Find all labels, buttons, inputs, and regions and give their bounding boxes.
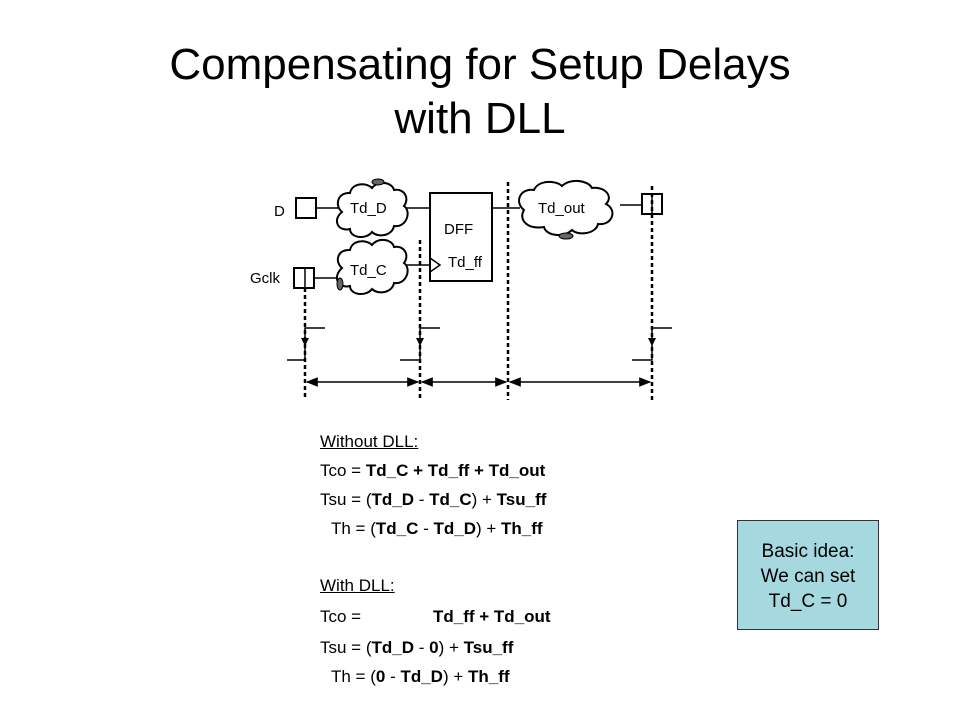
with-dll-tsu: Tsu = (Td_D - 0) + Tsu_ff [320,638,514,657]
td-out-label: Td_out [538,200,586,217]
without-dll-th: Th = (Td_C - Td_D) + Th_ff [331,519,543,538]
td-c-label: Td_C [350,262,387,279]
basic-idea-note: Basic idea: We can set Td_C = 0 [737,520,879,630]
clock-edge-2 [400,327,440,361]
with-dll-heading: With DLL: [320,576,395,595]
with-dll-tco: Tco = Td_ff + Td_out [320,607,551,626]
input-gclk-label: Gclk [250,270,281,287]
title-line-2: with DLL [394,94,566,143]
gclk-input-pad [293,267,315,289]
td-ff-label: Td_ff [448,254,483,271]
td-c-delay-cloud: Td_C [335,239,409,295]
note-line-3: Td_C = 0 [768,591,848,612]
without-dll-tsu: Tsu = (Td_D - Td_C) + Tsu_ff [320,490,547,509]
note-line-2: We can set [760,566,856,587]
with-dll-th: Th = (0 - Td_D) + Th_ff [331,667,510,686]
td-d-label: Td_D [350,200,387,217]
note-line-1: Basic idea: [761,541,855,562]
d-input-pad [295,197,317,219]
dff-label: DFF [444,221,473,238]
slide-title: Compensating for Setup Delays with DLL [0,38,960,146]
clock-edge-3 [632,327,672,361]
td-d-delay-cloud: Td_D [335,178,409,238]
input-d-label: D [274,203,285,220]
without-dll-tco: Tco = Td_C + Td_ff + Td_out [320,461,546,480]
clock-edge-1 [287,327,325,361]
title-line-1: Compensating for Setup Delays [169,40,791,89]
dff-block: DFF Td_ff [429,192,493,282]
td-out-delay-cloud: Td_out [518,180,614,240]
without-dll-heading: Without DLL: [320,432,419,451]
